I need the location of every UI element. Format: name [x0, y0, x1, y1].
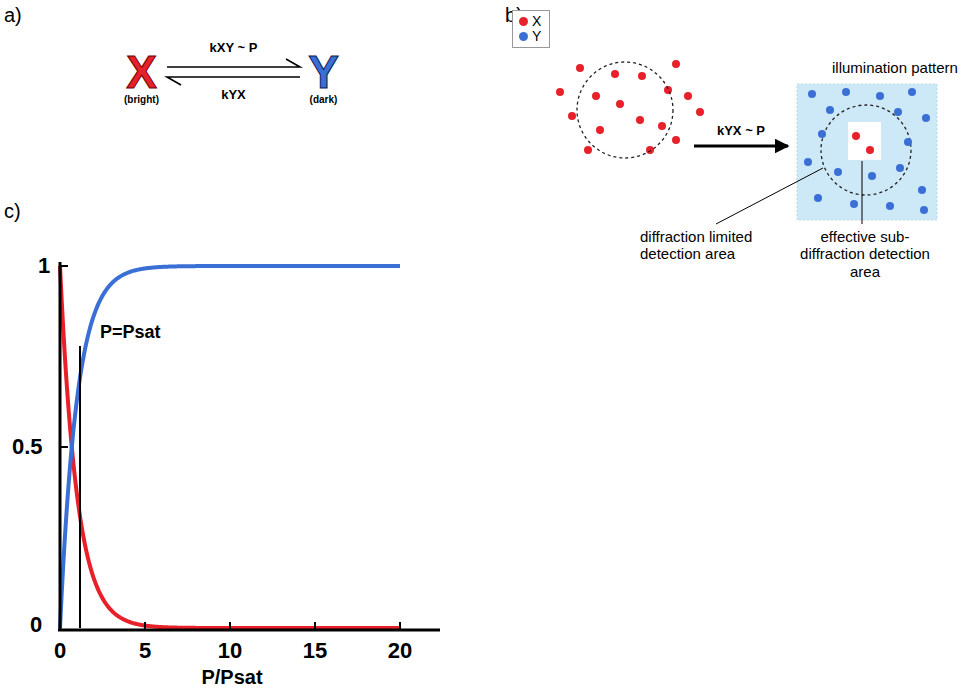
annotation: diffraction limited detection area — [640, 228, 790, 263]
species-state: (dark) — [305, 94, 342, 106]
tick-label: 1 — [38, 253, 50, 278]
legend-entry: Y — [519, 29, 541, 44]
tick-label: 0.5 — [12, 434, 43, 459]
dark-dot — [826, 106, 834, 114]
tick — [229, 622, 231, 630]
bright-dot — [658, 122, 666, 130]
tick-label: 15 — [303, 638, 327, 663]
dark-dot — [920, 206, 928, 214]
legend-text: X — [532, 14, 541, 29]
bright-dot — [638, 72, 646, 80]
bright-dot — [636, 116, 644, 124]
dark-dot — [804, 158, 812, 166]
bright-dot — [646, 146, 654, 154]
species-node: Y(dark) — [302, 50, 345, 106]
annotation: P=Psat — [100, 322, 161, 343]
panel-label: c) — [4, 200, 21, 223]
panel-label: a) — [4, 4, 22, 27]
bright-molecules — [556, 60, 704, 154]
detection-circle — [577, 62, 673, 158]
legend: XY — [512, 10, 550, 48]
dark-dot — [908, 88, 916, 96]
saturation-marker — [79, 346, 81, 628]
legend-text: Y — [532, 29, 541, 44]
dark-dot — [918, 186, 926, 194]
dark-dot — [894, 108, 902, 116]
illumination-area — [797, 84, 937, 220]
dark-dot — [896, 164, 904, 172]
tick-label: 10 — [218, 638, 242, 663]
species-letter: X — [121, 50, 162, 94]
tick-label: 5 — [139, 638, 151, 663]
tick — [399, 622, 401, 630]
bright-dot — [852, 132, 860, 140]
bright-dot — [696, 108, 704, 116]
detection-circle — [821, 105, 911, 195]
x-axis — [58, 629, 440, 632]
tick-label: 20 — [388, 638, 412, 663]
bright-dot — [664, 86, 672, 94]
dark-dot — [834, 168, 842, 176]
rate-label: kYX ~ P — [717, 124, 765, 139]
dark-dot — [868, 172, 876, 180]
legend-swatch — [519, 32, 528, 41]
dark-hole — [848, 122, 881, 160]
bright-dot — [584, 146, 592, 154]
bright-dot — [611, 70, 619, 78]
bright-dot — [576, 64, 584, 72]
species-node: X(bright) — [118, 50, 165, 106]
bright-dot — [592, 92, 600, 100]
bright-dot — [616, 100, 624, 108]
species-state: (bright) — [121, 94, 162, 106]
tick — [60, 446, 68, 448]
legend-swatch — [519, 17, 528, 26]
dark-dot — [818, 130, 826, 138]
dark-dot — [814, 194, 822, 202]
tick — [144, 622, 146, 630]
dark-dot — [850, 200, 858, 208]
leader-line — [862, 161, 863, 224]
bright-fraction-curve — [60, 266, 400, 628]
rate-label: kXY ~ P — [208, 41, 260, 56]
reaction-arrow — [167, 59, 300, 67]
bright-dot — [556, 88, 564, 96]
dark-dot — [808, 90, 816, 98]
dark-dot — [886, 202, 894, 210]
bright-dot — [568, 112, 576, 120]
dark-fraction-curve — [60, 266, 400, 628]
molecules — [804, 88, 930, 214]
dark-dot — [922, 114, 930, 122]
transition-arrow — [694, 145, 788, 148]
bright-dot — [672, 136, 680, 144]
tick — [60, 265, 68, 267]
dark-dot — [842, 88, 850, 96]
annotation: effective sub-diffraction detection area — [800, 228, 930, 280]
bright-dot — [596, 126, 604, 134]
saturation-chart — [58, 262, 440, 630]
tick — [314, 622, 316, 630]
axis-label: P/Psat — [201, 666, 262, 689]
tick-label: 0 — [30, 612, 42, 637]
bright-dot — [672, 60, 680, 68]
annotation: illumination pattern — [832, 59, 958, 76]
reaction-arrow — [167, 77, 300, 85]
legend-entry: X — [519, 14, 541, 29]
species-letter: Y — [305, 50, 342, 94]
dark-dot — [876, 92, 884, 100]
bright-dot — [866, 146, 874, 154]
dark-dot — [904, 138, 912, 146]
rate-label: kYX — [219, 88, 248, 103]
bright-dot — [684, 92, 692, 100]
leader-line — [716, 168, 823, 224]
tick-label: 0 — [54, 638, 66, 663]
